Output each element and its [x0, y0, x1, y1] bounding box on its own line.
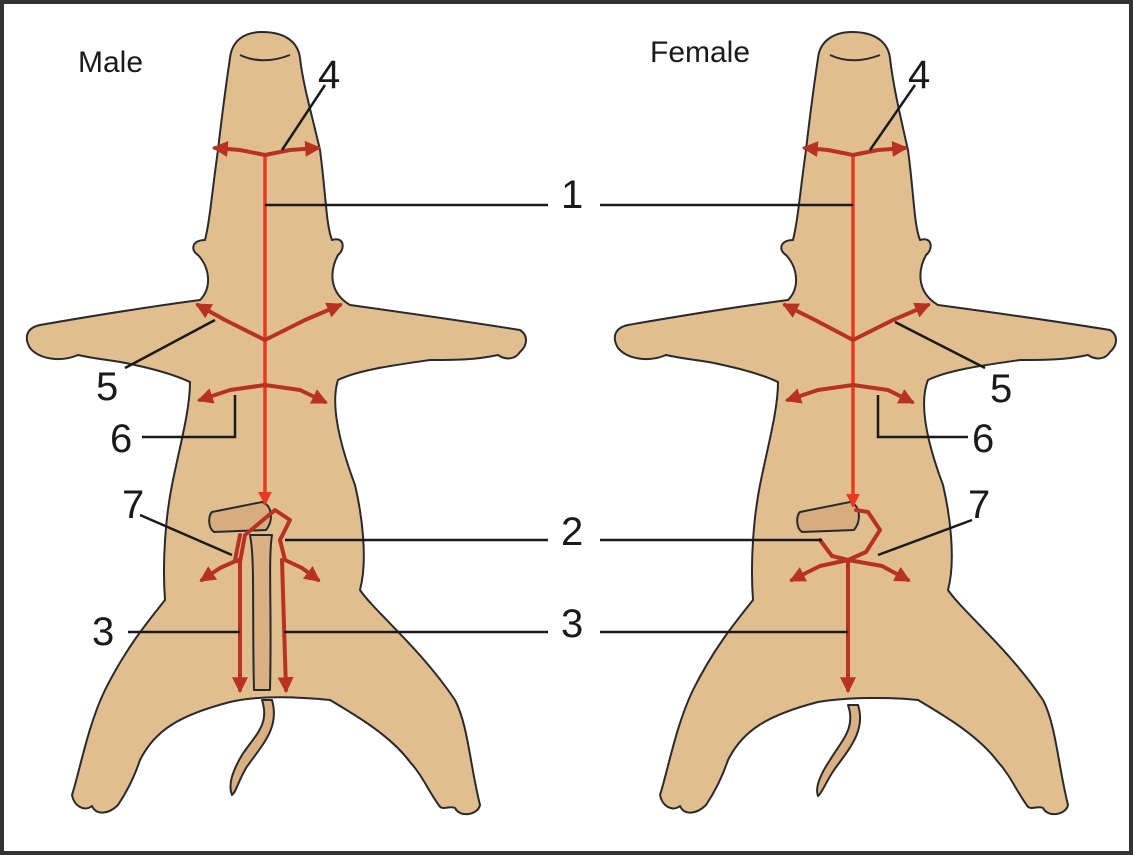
label-1: 1 — [561, 173, 583, 217]
female-pig-body-outline — [615, 32, 1116, 814]
male-pig-tail — [230, 700, 273, 795]
female-pig-tail — [817, 705, 860, 796]
male-sheath — [250, 535, 272, 690]
label-6-male: 6 — [110, 417, 132, 461]
label-6-female: 6 — [972, 417, 994, 461]
label-3-center: 3 — [561, 602, 583, 646]
label-5-male: 5 — [96, 365, 118, 409]
female-pig — [615, 32, 1116, 814]
male-title: Male — [78, 46, 143, 79]
label-2: 2 — [561, 510, 583, 554]
male-pig — [27, 32, 526, 814]
male-pig-body-outline — [27, 32, 526, 814]
label-7-female: 7 — [968, 483, 990, 527]
label-5-female: 5 — [990, 367, 1012, 411]
female-title: Female — [650, 36, 750, 69]
label-7-male: 7 — [122, 483, 144, 527]
label-4-male: 4 — [318, 53, 340, 97]
label-4-female: 4 — [908, 53, 930, 97]
label-3-male: 3 — [92, 610, 114, 654]
